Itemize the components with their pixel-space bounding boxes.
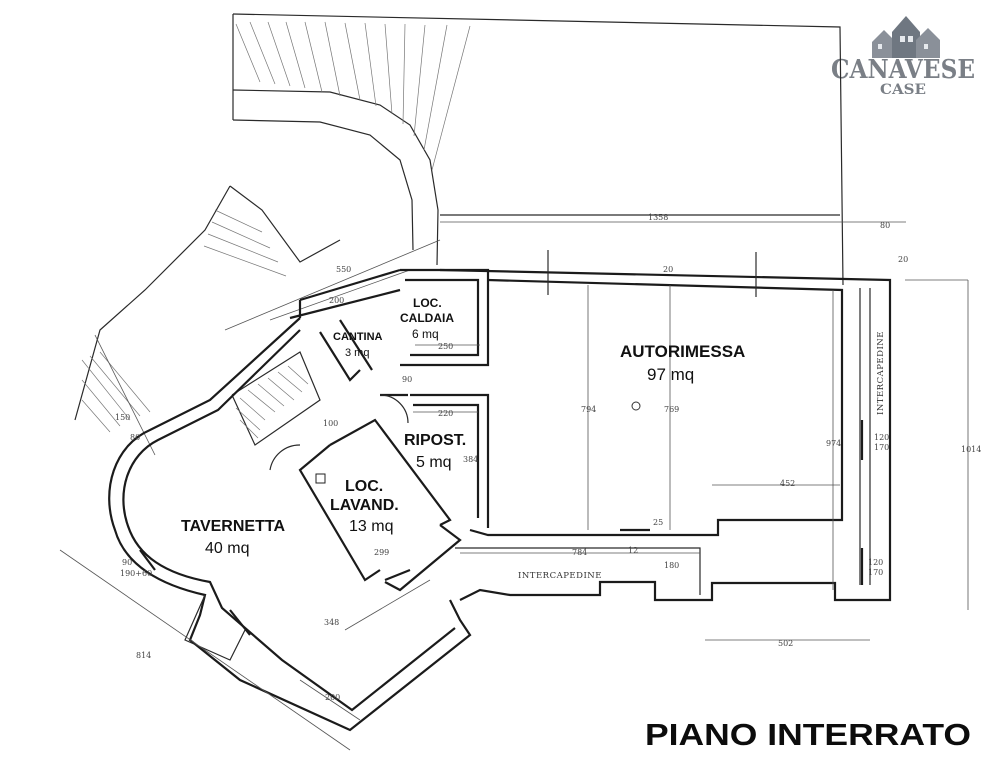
- tavernetta-area: 40 mq: [205, 540, 249, 557]
- dim-200-top: 200: [329, 296, 344, 305]
- dim-384: 384: [463, 455, 478, 464]
- lot-outline: [232, 13, 844, 286]
- lavand-area: 13 mq: [349, 518, 393, 535]
- dim-12: 12: [628, 546, 638, 555]
- intercapedine-bottom: INTERCAPEDINE: [518, 571, 602, 581]
- dim-814: 814: [136, 651, 151, 660]
- caldaia-name-1: LOC.: [413, 296, 442, 310]
- caldaia-area: 6 mq: [412, 327, 439, 341]
- logo-brand-text: CANAVESE: [831, 55, 975, 85]
- dim-20-right: 20: [898, 255, 908, 264]
- dim-550: 550: [336, 265, 351, 274]
- cantina-name: CANTINA: [333, 331, 383, 343]
- dim-452: 452: [780, 479, 795, 488]
- dim-1014: 1014: [961, 445, 981, 454]
- dim-190-60: 190+60: [120, 569, 152, 578]
- dim-90: 90: [402, 375, 412, 384]
- ramp-hatching: [235, 21, 471, 171]
- dim-180: 180: [664, 561, 679, 570]
- canavese-case-logo: CANAVESE CASE: [831, 16, 975, 98]
- dim-784: 784: [572, 548, 587, 557]
- dim-502: 502: [778, 639, 793, 648]
- dim-100: 100: [323, 419, 338, 428]
- dim-170-low: 170: [868, 568, 883, 577]
- lavand-name-1: LOC.: [345, 478, 383, 495]
- dim-220: 220: [438, 409, 453, 418]
- dim-348: 348: [324, 618, 339, 627]
- dim-120: 120: [874, 433, 889, 442]
- dim-80-top: 80: [880, 221, 890, 230]
- ripost-area: 5 mq: [416, 454, 452, 471]
- building-walls: [108, 268, 892, 732]
- door-markers: [139, 250, 864, 636]
- tavernetta-name: TAVERNETTA: [181, 518, 285, 535]
- houses-icon: [872, 16, 940, 58]
- dim-794: 794: [581, 405, 596, 414]
- dim-20-top: 20: [663, 265, 673, 274]
- lavand-name-2: LAVAND.: [330, 497, 399, 514]
- logo-sub-text: CASE: [880, 82, 926, 98]
- intercapedine-right: INTERCAPEDINE: [876, 331, 886, 415]
- dim-1358: 1358: [648, 213, 668, 222]
- ripost-name: RIPOST.: [404, 432, 466, 449]
- dim-769: 769: [664, 405, 679, 414]
- dim-200-bottom: 200: [325, 693, 340, 702]
- dimension-labels: 1358 80 20 20 550 200 250 220 90 384 794…: [115, 213, 981, 702]
- caldaia-name-2: CALDAIA: [400, 311, 454, 325]
- page-title: PIANO INTERRATO: [645, 717, 971, 752]
- dim-250: 250: [438, 342, 453, 351]
- dim-25: 25: [653, 518, 663, 527]
- dim-90-left: 90: [122, 558, 132, 567]
- left-entry-area: [74, 185, 441, 456]
- dim-299: 299: [374, 548, 389, 557]
- room-labels: LOC. CALDAIA 6 mq CANTINA 3 mq AUTORIMES…: [181, 296, 886, 581]
- autorimessa-area: 97 mq: [647, 365, 694, 384]
- dim-80-left: 80: [130, 433, 140, 442]
- dim-150: 150: [115, 413, 130, 422]
- dim-170: 170: [874, 443, 889, 452]
- autorimessa-name: AUTORIMESSA: [620, 342, 745, 361]
- dimension-lines: [59, 221, 969, 751]
- dim-120-low: 120: [868, 558, 883, 567]
- cantina-area: 3 mq: [345, 347, 369, 359]
- dim-974: 974: [826, 439, 841, 448]
